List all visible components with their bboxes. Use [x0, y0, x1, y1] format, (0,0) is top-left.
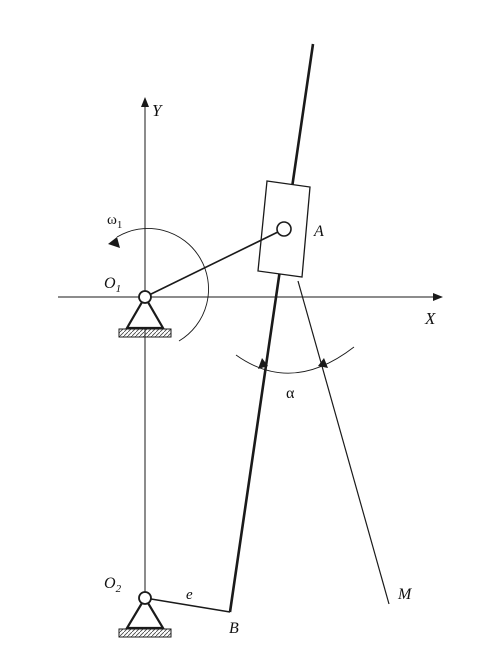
y-axis-label: Y [152, 101, 163, 120]
omega-arrowhead [108, 237, 120, 248]
omega-subscript: 1 [117, 219, 123, 231]
o1-label: O1 [104, 275, 121, 295]
link-to-m [297, 280, 390, 605]
omega-arc [116, 228, 209, 342]
joint-a [276, 221, 292, 237]
o1-letter: O [104, 275, 116, 292]
support-o1 [118, 290, 172, 338]
offset-e-label: e [186, 587, 193, 603]
crank-o1-a [144, 228, 285, 298]
o2-label: O2 [104, 575, 122, 595]
support-o2 [118, 591, 172, 638]
offset-o2-b [144, 597, 231, 613]
o2-subscript: 2 [116, 583, 122, 595]
angle-alpha-label: α [286, 385, 295, 402]
alpha-arrow-right [318, 358, 328, 368]
omega-symbol: ω [107, 212, 117, 228]
point-b-label: B [229, 620, 239, 637]
alpha-arc [235, 346, 355, 374]
point-m-label: M [397, 586, 413, 603]
omega-label: ω1 [107, 212, 122, 231]
x-axis-label: X [424, 309, 436, 328]
o1-subscript: 1 [116, 283, 122, 295]
o2-letter: O [104, 575, 116, 592]
guide-rod [228, 43, 315, 613]
point-a-label: A [313, 223, 324, 240]
alpha-arrow-left [258, 358, 268, 369]
